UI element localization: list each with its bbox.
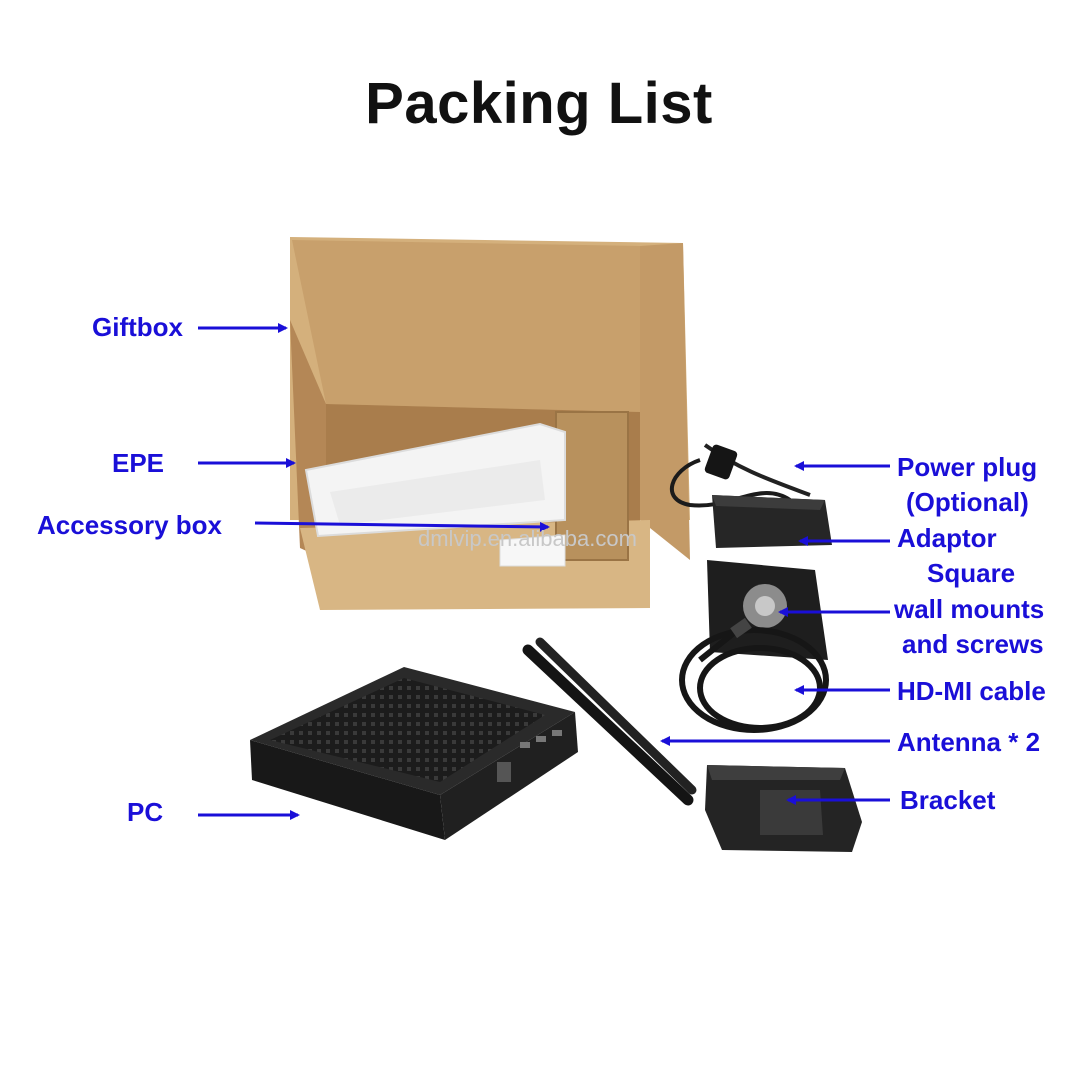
label-wall-mounts-1: Square [927, 558, 1016, 588]
hdmi-cable-image [679, 625, 829, 733]
pc-image [250, 667, 578, 840]
antenna-image [522, 637, 697, 806]
bracket-image [705, 765, 862, 852]
label-power-plug: Power plug [897, 452, 1038, 482]
epe-foam-image [304, 422, 566, 567]
power-adaptor-image [669, 443, 832, 548]
watermark: dmlvip.en.alibaba.com [418, 526, 637, 551]
giftbox-image [290, 237, 690, 610]
page-title: Packing List [365, 71, 713, 136]
label-giftbox: Giftbox [92, 312, 183, 342]
arrow-icon [254, 521, 550, 532]
label-power-plug-optional: (Optional) [906, 487, 1029, 517]
label-pc: PC [127, 797, 164, 827]
label-wall-mounts-3: and screws [902, 629, 1044, 659]
label-epe: EPE [112, 448, 165, 478]
label-hdmi-cable: HD-MI cable [897, 676, 1046, 706]
label-bracket: Bracket [900, 785, 996, 815]
label-wall-mounts-2: wall mounts [894, 594, 1045, 624]
label-antenna: Antenna * 2 [897, 727, 1041, 757]
hdmi-connector [730, 617, 752, 639]
label-accessory-box: Accessory box [37, 510, 222, 540]
label-adaptor: Adaptor [897, 523, 997, 553]
